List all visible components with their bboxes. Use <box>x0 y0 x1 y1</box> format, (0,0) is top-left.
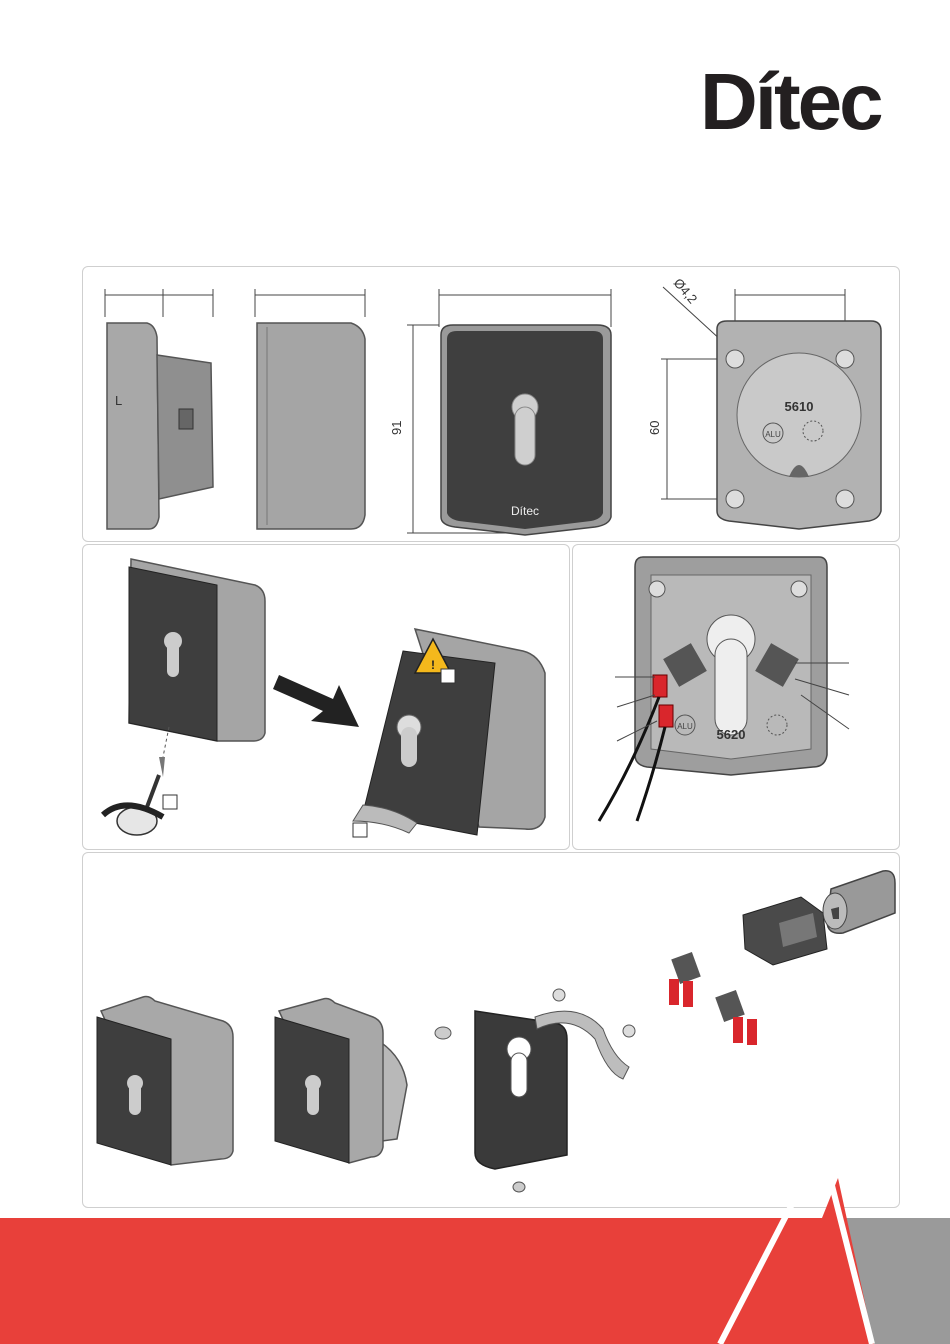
exploded-drawing <box>83 853 901 1209</box>
brand-logo-text: Dítec <box>700 57 881 146</box>
direction-arrow <box>273 675 359 727</box>
hole-spacing: 60 <box>647 421 662 435</box>
side-l-marking: L <box>115 393 122 408</box>
model-5620: 5620 <box>717 727 746 742</box>
footer-band <box>0 1218 950 1344</box>
cam-mechanism <box>743 897 827 965</box>
dimensions-panel: L 91 Dítec Ø4,2 <box>82 266 900 542</box>
lock-cylinder <box>823 871 895 934</box>
opening-instructions-panel: ! <box>82 544 570 850</box>
hole-diameter: Ø4,2 <box>671 275 701 306</box>
wiring-panel: 5620 ALU <box>572 544 900 850</box>
side-view-right <box>255 289 365 529</box>
assembled-keyswitch <box>97 997 233 1166</box>
cover-plate <box>435 1011 567 1192</box>
side-view-left: L <box>105 289 213 529</box>
front-view: 91 Dítec <box>389 289 611 535</box>
dimensions-drawing: L 91 Dítec Ø4,2 <box>83 267 901 543</box>
closed-keyswitch <box>103 559 265 835</box>
svg-text:!: ! <box>431 658 435 672</box>
model-5610: 5610 <box>785 399 814 414</box>
alu-marking-wiring: ALU <box>677 722 693 731</box>
exploded-view-panel <box>82 852 900 1208</box>
microswitches <box>669 952 757 1045</box>
keyswitch-without-cover <box>275 999 407 1164</box>
opening-drawing: ! <box>83 545 571 851</box>
brand-logo: Dítec <box>700 62 881 142</box>
open-keyswitch: ! <box>353 629 545 837</box>
alu-marking-top: ALU <box>765 430 781 439</box>
front-brand-marking: Dítec <box>511 504 539 518</box>
height-dimension: 91 <box>389 421 404 435</box>
back-view: Ø4,2 60 5610 ALU <box>647 275 881 529</box>
wiring-drawing: 5620 ALU <box>573 545 901 851</box>
